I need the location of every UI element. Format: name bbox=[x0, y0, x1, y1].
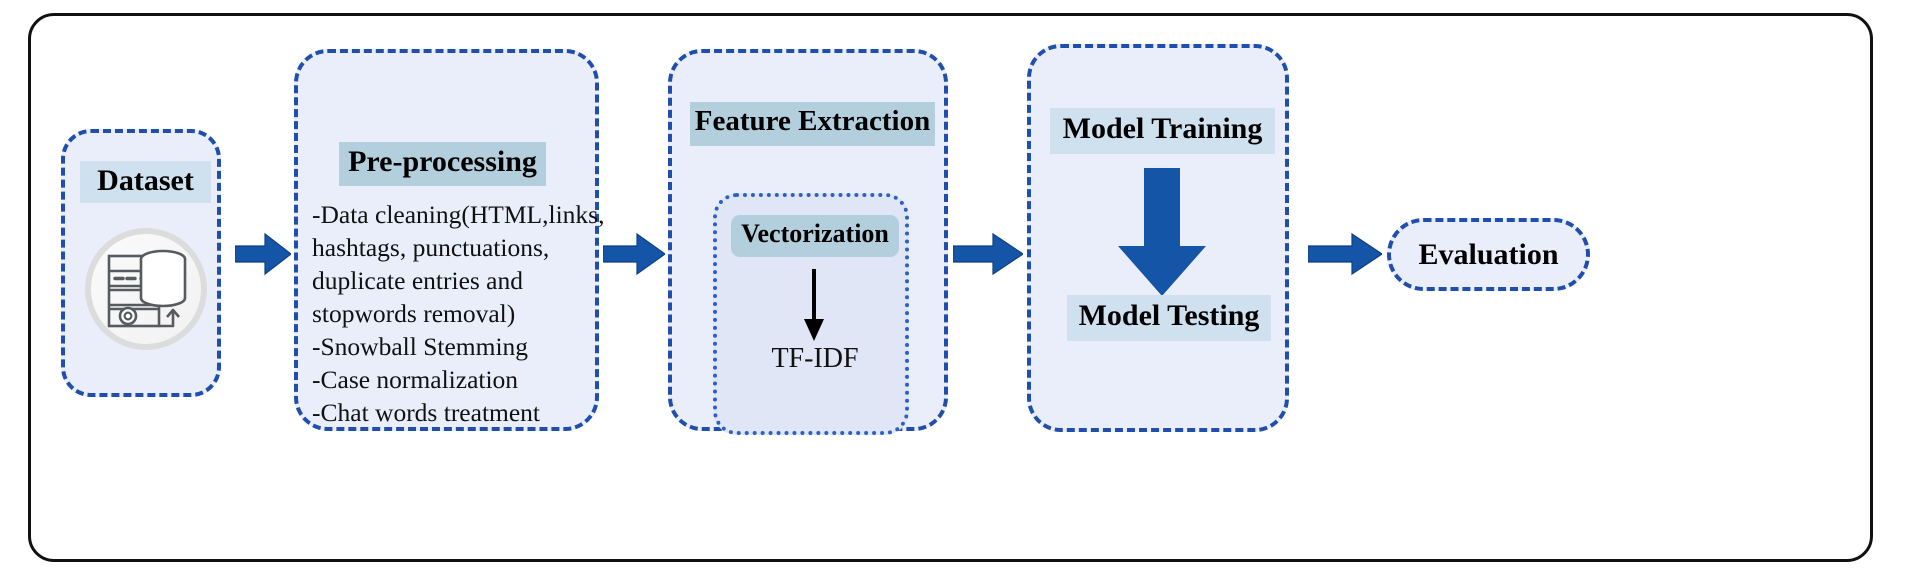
database-server-icon bbox=[83, 226, 209, 352]
vectorization-container[interactable]: Vectorization TF-IDF bbox=[713, 193, 909, 435]
stage-feature-extraction[interactable]: Feature Extraction Vectorization TF-IDF bbox=[668, 49, 948, 435]
stage-preprocessing[interactable]: Pre-processing -Data cleaning(HTML,links… bbox=[294, 49, 605, 431]
preprocessing-line: -Chat words treatment bbox=[312, 398, 541, 427]
preprocessing-line: stopwords removal) bbox=[312, 299, 516, 328]
tfidf-output-label: TF-IDF bbox=[771, 343, 859, 374]
preprocessing-line: duplicate entries and bbox=[312, 266, 523, 295]
arrow-model-to-evaluation bbox=[1307, 232, 1384, 276]
model-testing-label: Model Testing bbox=[1067, 295, 1271, 341]
arrow-training-to-testing bbox=[1116, 168, 1208, 296]
model-training-label: Model Training bbox=[1050, 108, 1275, 154]
feature-extraction-label: Feature Extraction bbox=[690, 102, 935, 146]
arrow-vectorization-to-tfidf bbox=[801, 269, 827, 341]
dataset-label: Dataset bbox=[80, 161, 211, 203]
preprocessing-line: -Case normalization bbox=[312, 365, 519, 394]
stage-dataset[interactable]: Dataset bbox=[61, 129, 221, 397]
preprocessing-line: -Data cleaning(HTML,links, bbox=[312, 200, 605, 229]
evaluation-label: Evaluation bbox=[1418, 237, 1559, 271]
arrow-feature-to-model bbox=[952, 232, 1025, 276]
diagram-frame: Dataset bbox=[28, 13, 1873, 562]
stage-model-training-testing[interactable]: Model Training Model Testing bbox=[1027, 44, 1289, 432]
arrow-dataset-to-preprocessing bbox=[234, 232, 292, 276]
vectorization-label: Vectorization bbox=[731, 215, 899, 257]
preprocessing-line: -Snowball Stemming bbox=[312, 332, 529, 361]
preprocessing-details: -Data cleaning(HTML,links, hashtags, pun… bbox=[312, 198, 605, 429]
arrow-preprocessing-to-feature bbox=[602, 232, 667, 276]
preprocessing-line: hashtags, punctuations, bbox=[312, 233, 550, 262]
preprocessing-label: Pre-processing bbox=[339, 142, 546, 186]
stage-evaluation[interactable]: Evaluation bbox=[1387, 218, 1590, 291]
